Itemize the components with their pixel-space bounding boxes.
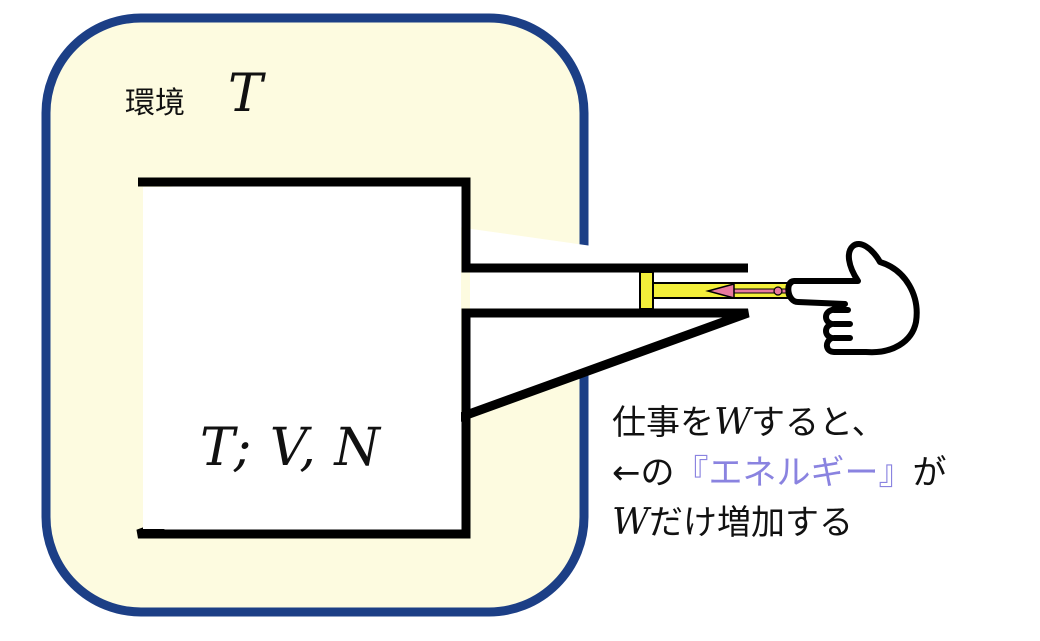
caption-line3-suffix: だけ増加する (649, 503, 854, 543)
environment-label: 環境 (125, 86, 185, 121)
caption-line-3: Wだけ増加する (612, 498, 947, 548)
caption-line2-suffix: が (912, 453, 947, 493)
piston-head (639, 271, 654, 310)
caption-energy-term: 『エネルギー』 (674, 453, 913, 493)
work-caption: 仕事をWすると、 ←の『エネルギー』が Wだけ増加する (612, 398, 947, 548)
environment-temperature: T (228, 64, 263, 124)
caption-line1-prefix: 仕事を (612, 403, 714, 443)
caption-line2-prefix: ←の (612, 453, 675, 493)
caption-line1-var: W (714, 402, 752, 443)
pointing-hand-icon (785, 241, 920, 356)
piston[interactable] (639, 271, 792, 310)
system-interior (143, 187, 461, 529)
system-state-label: T; V, N (200, 418, 381, 478)
caption-line-2: ←の『エネルギー』が (612, 448, 947, 498)
caption-line3-var: W (612, 502, 650, 543)
caption-line-1: 仕事をWすると、 (612, 398, 947, 448)
caption-line1-suffix: すると、 (751, 403, 886, 443)
